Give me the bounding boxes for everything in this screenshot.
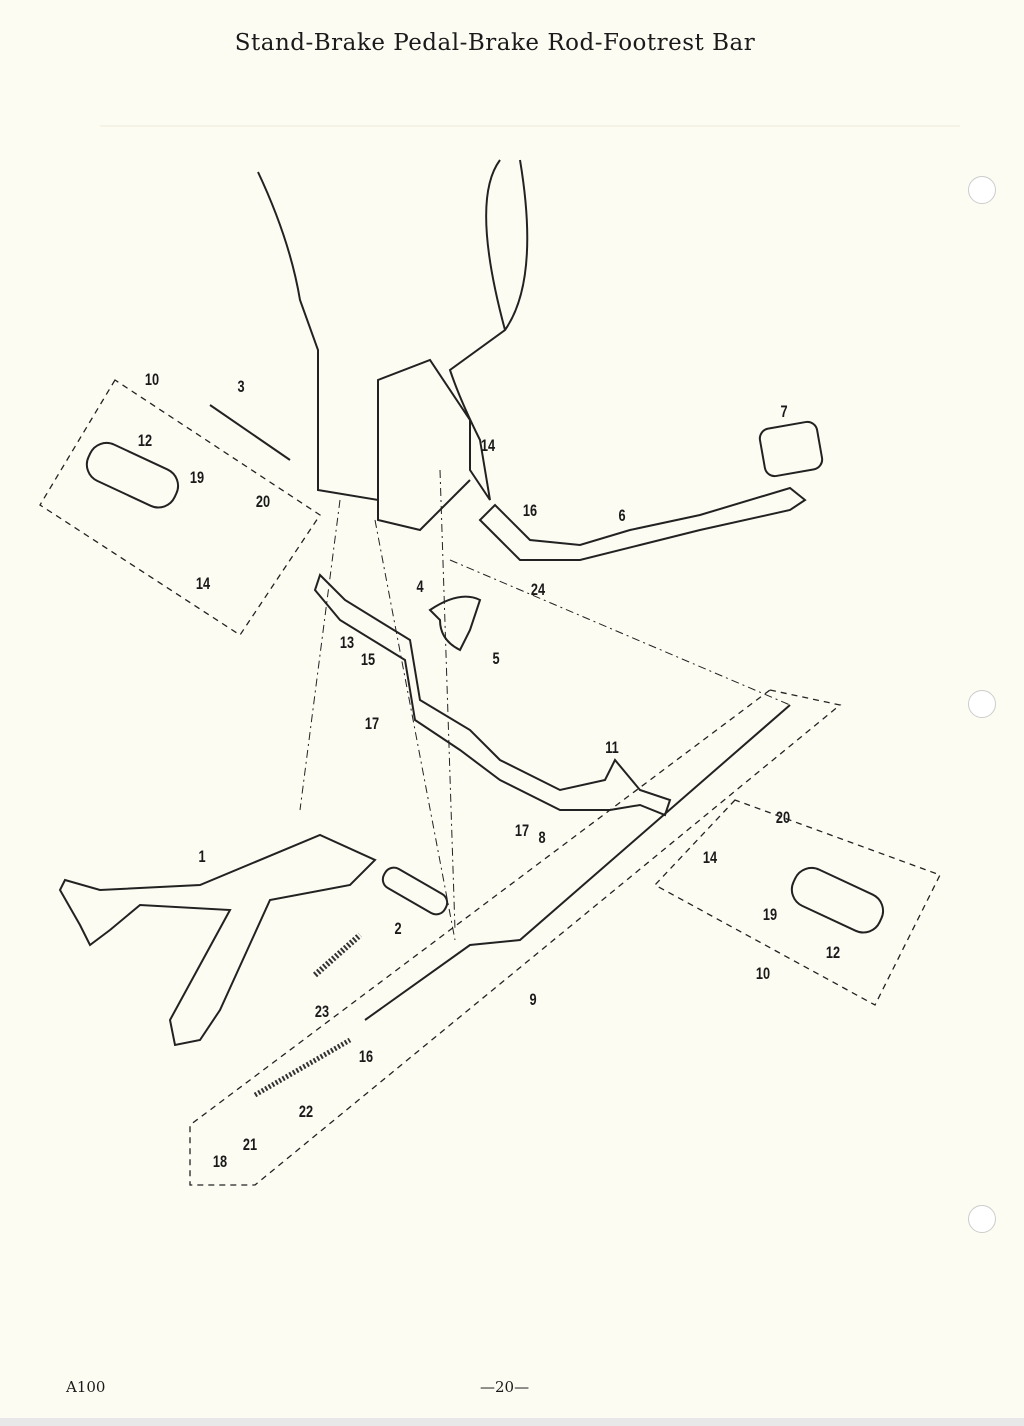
callout-5: 5 (492, 649, 500, 668)
callout-17: 17 (514, 821, 530, 840)
stand-stay (428, 595, 482, 652)
callout-14: 14 (195, 574, 211, 593)
callout-14: 14 (702, 848, 718, 867)
brake-pedal (478, 486, 807, 561)
callout-3: 3 (237, 377, 245, 396)
callout-11: 11 (605, 738, 619, 757)
left-footrest-box (39, 379, 321, 636)
callout-12: 12 (825, 943, 841, 962)
callout-8: 8 (538, 828, 546, 847)
callout-2: 2 (394, 919, 402, 938)
brake-rod-spring (253, 1037, 352, 1098)
callout-7: 7 (780, 402, 788, 421)
callout-23: 23 (314, 1002, 330, 1021)
callout-19: 19 (189, 468, 205, 487)
callout-14: 14 (480, 436, 496, 455)
stand-shaft (381, 866, 449, 916)
right-footrest-rubber (790, 866, 885, 934)
callout-21: 21 (242, 1135, 258, 1154)
callout-9: 9 (529, 990, 537, 1009)
page-number: —20— (480, 1378, 530, 1396)
frame-plate (377, 380, 471, 532)
binder-hole (968, 690, 996, 718)
brake-rod (364, 704, 791, 1021)
main-stand (58, 833, 377, 1047)
stand-spring (313, 932, 362, 978)
scan-edge (0, 1418, 1024, 1426)
pedal-rubber (758, 420, 824, 478)
callout-10: 10 (144, 370, 160, 389)
binder-hole (968, 176, 996, 204)
callout-6: 6 (618, 506, 626, 525)
callout-4: 4 (416, 577, 424, 596)
callout-22: 22 (298, 1102, 314, 1121)
callout-20: 20 (255, 492, 271, 511)
binder-hole (968, 1205, 996, 1233)
callout-17: 17 (364, 714, 380, 733)
callout-16: 16 (522, 501, 538, 520)
model-code: A100 (66, 1378, 106, 1396)
page-title: Stand-Brake Pedal-Brake Rod-Footrest Bar (234, 30, 756, 56)
bleed-through-table-header (100, 95, 960, 127)
callout-19: 19 (762, 905, 778, 924)
callout-10: 10 (755, 964, 771, 983)
footrest-bar (313, 573, 672, 817)
callout-20: 20 (775, 808, 791, 827)
left-footrest-rubber (85, 441, 180, 509)
brake-rod-box (189, 689, 842, 1186)
callout-18: 18 (212, 1152, 228, 1171)
frame-body (257, 159, 529, 502)
callout-12: 12 (137, 431, 153, 450)
bolt (209, 404, 291, 461)
callout-13: 13 (339, 633, 355, 652)
callout-24: 24 (530, 580, 546, 599)
callout-15: 15 (360, 650, 376, 669)
right-footrest-box (653, 799, 941, 1006)
callout-16: 16 (358, 1047, 374, 1066)
callout-1: 1 (198, 847, 206, 866)
